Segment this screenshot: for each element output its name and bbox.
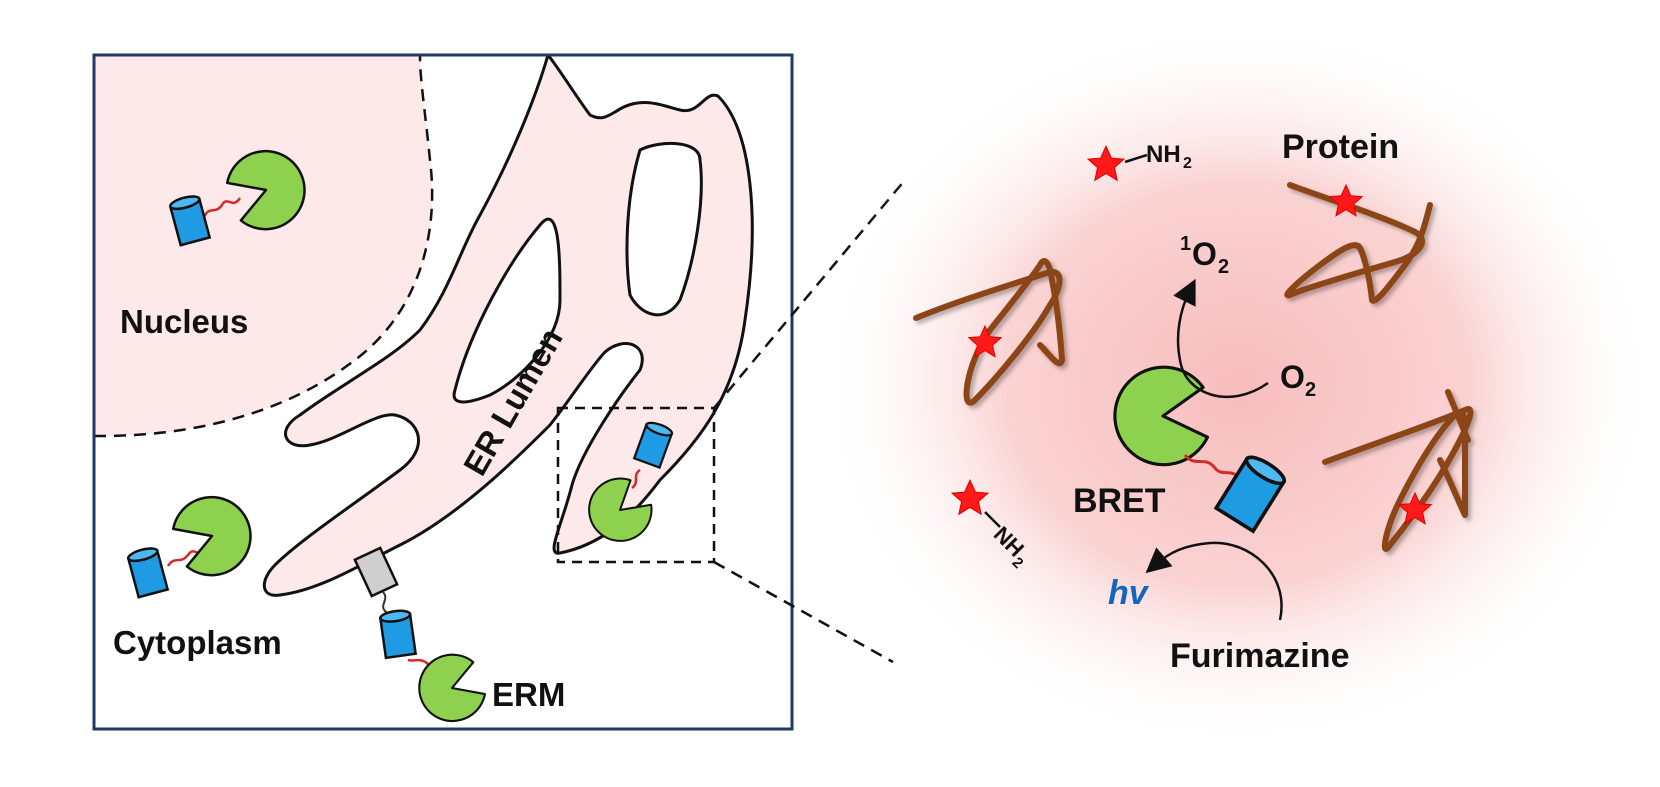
label-erm: ERM [492,676,565,713]
sensor-bret [1109,362,1290,533]
label-hv: hv [1108,574,1150,612]
sensor-nucleus [167,138,317,247]
label-cytoplasm: Cytoplasm [113,624,282,661]
sensor-er-lumen [575,419,675,555]
er-hole-1 [452,217,562,404]
protein-chain-2 [1284,182,1433,304]
zoom-view: NH 2 NH 2 Protein 1 O 2 O 2 BRET hv F [818,20,1658,750]
panel-border [92,53,794,731]
label-singlet-oxygen-sup: 1 [1180,233,1191,255]
zoom-box [556,406,716,564]
cylinder-icon [125,544,169,599]
er-hole-2 [625,141,703,317]
linker [631,468,641,489]
pacman-icon [165,484,263,586]
sensor-erm [353,546,492,732]
label-nucleus: Nucleus [120,303,248,340]
linker [202,197,242,218]
cell-panel: Nucleus Cytoplasm ERM ER Lumen [92,53,794,732]
nucleus-region [94,55,433,437]
label-protein: Protein [1282,128,1399,166]
reaction-glow [818,20,1658,750]
linker [1183,453,1242,480]
sensor-cytoplasm [125,484,263,599]
label-oxygen-sub: 2 [1305,379,1316,401]
label-oxygen: O [1280,359,1305,395]
label-singlet-oxygen: O [1192,236,1217,272]
protein-chain-1 [913,258,1065,406]
arrow-icon [1173,278,1269,399]
amine-top-sub: 2 [1183,155,1192,172]
label-bret: BRET [1073,482,1166,520]
probe-top: NH 2 [1087,141,1192,181]
protein-chain-3 [1322,389,1474,552]
amine-top-nh: NH [1146,141,1181,168]
zoom-line-bottom [713,560,894,664]
arrow-icon [1145,541,1283,621]
membrane-tag [353,546,399,598]
label-furimazine: Furimazine [1170,637,1349,675]
label-singlet-oxygen-sub: 2 [1218,256,1229,278]
cylinder-icon [378,607,417,660]
nuclear-envelope [94,55,434,438]
